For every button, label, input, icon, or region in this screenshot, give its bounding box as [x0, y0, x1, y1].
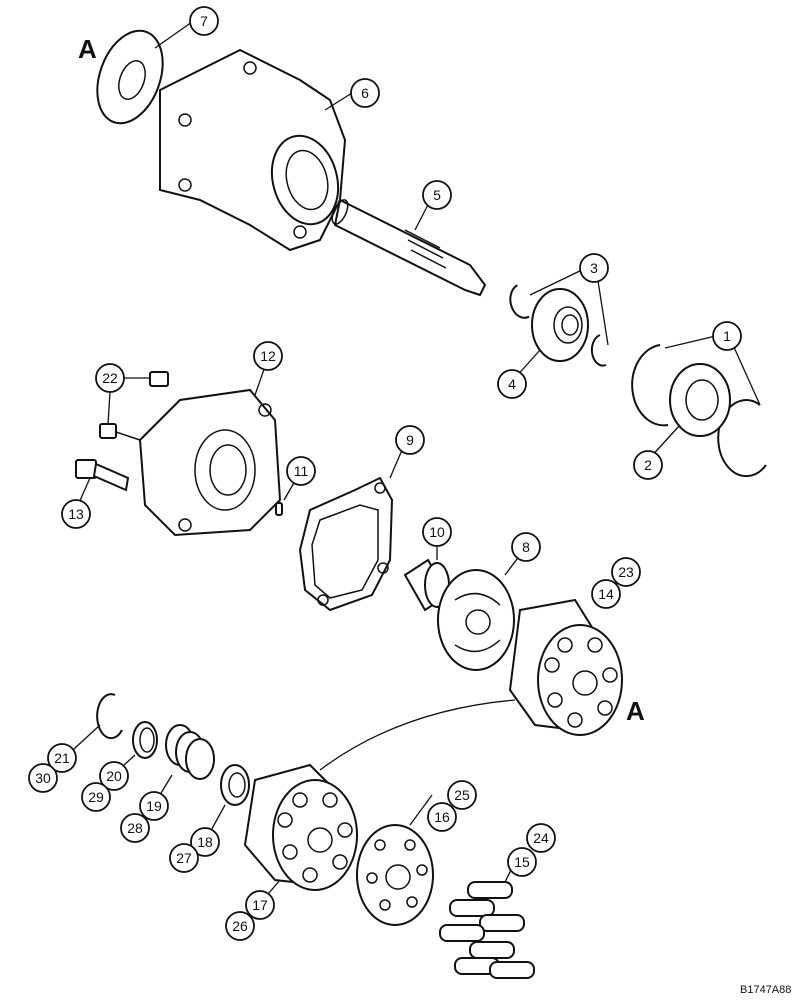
svg-text:20: 20 — [106, 768, 122, 784]
bolt-22-part — [99, 371, 169, 441]
svg-text:28: 28 — [127, 820, 143, 836]
svg-text:9: 9 — [406, 432, 414, 448]
motor-housing-part — [159, 48, 347, 252]
svg-text:8: 8 — [522, 539, 530, 555]
svg-text:6: 6 — [361, 85, 369, 101]
callout-12: 12 — [253, 341, 283, 371]
callout-16: 16 — [427, 802, 457, 832]
callout-5: 5 — [422, 180, 452, 210]
callout-28: 28 — [120, 813, 150, 843]
svg-text:24: 24 — [533, 830, 549, 846]
svg-text:11: 11 — [294, 463, 309, 479]
callout-23: 23 — [611, 557, 641, 587]
shaft-part — [331, 198, 487, 297]
callout-15: 15 — [507, 847, 537, 877]
svg-text:5: 5 — [433, 187, 441, 203]
callout-17: 17 — [245, 890, 275, 920]
view-marker-top: A — [78, 34, 97, 64]
washer-part — [96, 29, 164, 125]
view-marker-bottom: A — [626, 696, 645, 726]
callout-9: 9 — [395, 425, 425, 455]
figure-code: B1747A88 — [740, 984, 791, 996]
callout-8: 8 — [511, 532, 541, 562]
callout-11: 11 — [286, 456, 316, 486]
svg-text:27: 27 — [176, 850, 192, 866]
seal-part — [669, 363, 731, 437]
svg-text:10: 10 — [429, 524, 445, 540]
svg-text:17: 17 — [252, 897, 268, 913]
retainer-plate-part — [356, 824, 434, 926]
svg-text:22: 22 — [102, 370, 118, 386]
callout-19: 19 — [139, 791, 169, 821]
cap-screw-part — [75, 459, 130, 492]
callout-21: 21 — [47, 743, 77, 773]
callout-4: 4 — [497, 369, 527, 399]
washer-18-part — [220, 764, 250, 806]
callout-25: 25 — [447, 780, 477, 810]
svg-text:26: 26 — [232, 918, 248, 934]
snap-ring-small-part — [509, 284, 607, 367]
svg-text:29: 29 — [88, 789, 104, 805]
snap-ring-large-part — [631, 344, 767, 478]
svg-text:23: 23 — [618, 564, 634, 580]
callout-6: 6 — [350, 78, 380, 108]
callout-7: 7 — [189, 6, 219, 36]
assembly-curve — [319, 699, 516, 771]
callout-18: 18 — [190, 827, 220, 857]
svg-text:25: 25 — [454, 787, 470, 803]
svg-text:3: 3 — [590, 260, 598, 276]
callout-24: 24 — [526, 823, 556, 853]
spring-part — [165, 724, 215, 780]
svg-text:21: 21 — [54, 750, 70, 766]
callout-2: 2 — [633, 450, 663, 480]
callout-3: 3 — [579, 253, 609, 283]
svg-text:12: 12 — [260, 348, 276, 364]
end-cap-part — [138, 388, 282, 537]
valve-plate-part — [437, 569, 515, 671]
svg-text:2: 2 — [644, 457, 652, 473]
callout-10: 10 — [422, 517, 452, 547]
spacer-20-part — [132, 721, 158, 759]
pin-part — [275, 502, 283, 516]
cylinder-block-a-part — [508, 598, 623, 736]
svg-text:30: 30 — [35, 770, 51, 786]
svg-text:16: 16 — [434, 809, 450, 825]
callout-27: 27 — [169, 843, 199, 873]
svg-text:19: 19 — [146, 798, 162, 814]
bearing-part — [531, 288, 589, 362]
snap-ring-21-part — [96, 693, 123, 740]
svg-text:7: 7 — [200, 13, 208, 29]
callout-29: 29 — [81, 782, 111, 812]
svg-text:13: 13 — [68, 506, 84, 522]
svg-text:4: 4 — [508, 376, 516, 392]
callout-13: 13 — [61, 499, 91, 529]
callout-20: 20 — [99, 761, 129, 791]
cylinder-block-part — [243, 763, 358, 891]
svg-text:1: 1 — [723, 328, 731, 344]
callout-1: 1 — [712, 321, 742, 351]
pistons-part — [439, 881, 535, 979]
callout-30: 30 — [28, 763, 58, 793]
svg-text:14: 14 — [598, 586, 614, 602]
callout-14: 14 — [591, 579, 621, 609]
callout-22: 22 — [95, 363, 125, 393]
gasket-part — [298, 476, 394, 612]
svg-text:18: 18 — [197, 834, 213, 850]
callout-26: 26 — [225, 911, 255, 941]
svg-text:15: 15 — [514, 854, 530, 870]
